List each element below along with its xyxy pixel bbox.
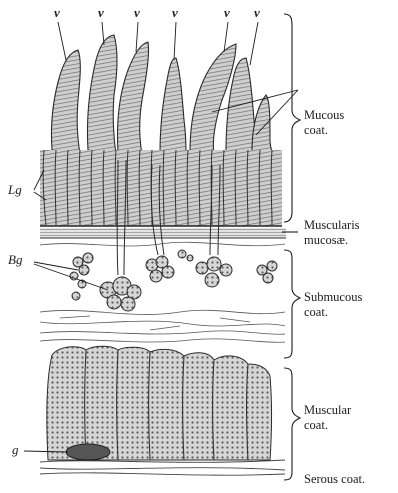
serous-coat-band <box>40 460 285 475</box>
muscularis-mucosae-band <box>40 228 286 238</box>
villus-label: v <box>98 6 104 20</box>
muscular-coat-label-line2: coat. <box>304 418 328 432</box>
villus-4 <box>160 58 186 155</box>
bracket-submucous <box>284 250 300 358</box>
villus-2 <box>87 35 117 155</box>
bracket-muscular <box>284 368 300 480</box>
muscularis-mucosae-label-line1: Muscularis <box>304 218 360 232</box>
lieberkuhn-glands <box>40 150 282 226</box>
villus-label: v <box>54 6 60 20</box>
submucous-coat-label-line2: coat. <box>304 305 328 319</box>
serous-coat-label: Serous coat. <box>304 472 365 486</box>
ganglion-label: g <box>12 443 19 457</box>
villi <box>51 35 274 155</box>
villus-label: v <box>254 6 260 20</box>
bracket-mucous <box>284 14 300 222</box>
villus-1 <box>51 50 80 155</box>
muscular-coat <box>47 346 272 460</box>
lieberkuhn-glands-label: Lg <box>8 183 22 197</box>
villus-3 <box>117 42 148 155</box>
villus-7 <box>252 95 274 155</box>
villus-label: v <box>172 6 178 20</box>
villus-label: v <box>134 6 140 20</box>
brunner-glands-label: Bg <box>8 253 22 267</box>
layer-brackets <box>282 14 300 480</box>
muscular-coat-label-line1: Muscular <box>304 403 351 417</box>
muscularis-mucosae-label-line2: mucosæ. <box>304 233 348 247</box>
mucous-coat-label-line2: coat. <box>304 123 328 137</box>
villus-label: v <box>224 6 230 20</box>
mucous-coat-label-line1: Mucous <box>304 108 344 122</box>
submucous-coat-label-line1: Submucous <box>304 290 362 304</box>
